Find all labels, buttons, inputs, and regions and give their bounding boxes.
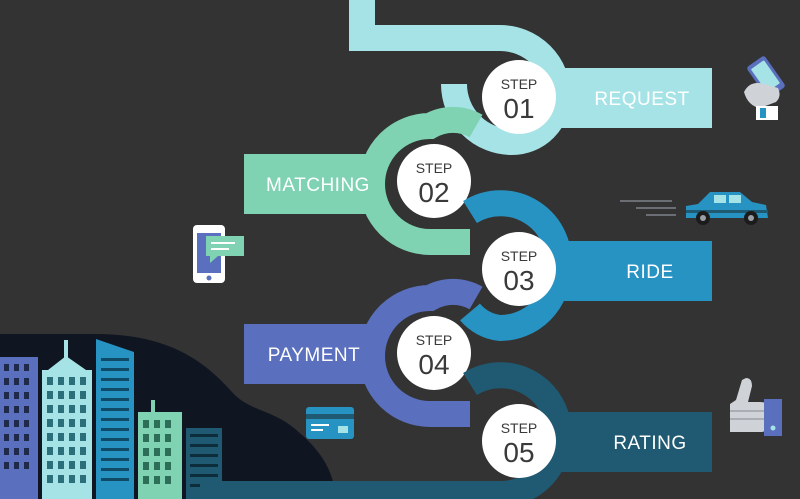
step-03-badge [482,232,556,306]
step-02-label: STEP [416,160,453,176]
hand-phone-icon [744,56,785,120]
step-03-title: RIDE [626,262,673,283]
step-02-number: 02 [418,177,449,208]
step-03-ride: RIDE STEP 03 [460,190,712,342]
step-04-banner [244,324,384,384]
step-01-number: 01 [503,93,534,124]
thumbs-up-icon [730,378,782,436]
step-04-number: 04 [418,349,449,380]
car-icon [620,192,768,225]
step-05-banner [548,412,712,472]
step-05-number: 05 [503,437,534,468]
step-02-title: MATCHING [266,175,370,196]
step-04-payment: PAYMENT STEP 04 [244,278,483,427]
step-03-label: STEP [501,248,538,264]
step-01-banner [548,68,712,128]
step-04-badge [397,316,471,390]
step-01-title: REQUEST [594,89,689,110]
step-05-title: RATING [613,433,686,454]
step-02-badge [397,144,471,218]
step-03-banner [548,241,712,301]
city-skyline-illustration [0,334,336,499]
credit-card-icon [306,407,354,439]
phone-chat-icon [193,225,244,283]
step-05-badge [482,404,556,478]
step-01-badge [482,60,556,134]
step-05-label: STEP [501,420,538,436]
step-04-title: PAYMENT [268,345,361,366]
step-05-rating: RATING STEP 05 [200,362,712,499]
step-02-matching: MATCHING STEP 02 [244,106,483,255]
step-03-number: 03 [503,265,534,296]
step-01-label: STEP [501,76,538,92]
step-04-label: STEP [416,332,453,348]
step-02-banner [244,154,384,214]
